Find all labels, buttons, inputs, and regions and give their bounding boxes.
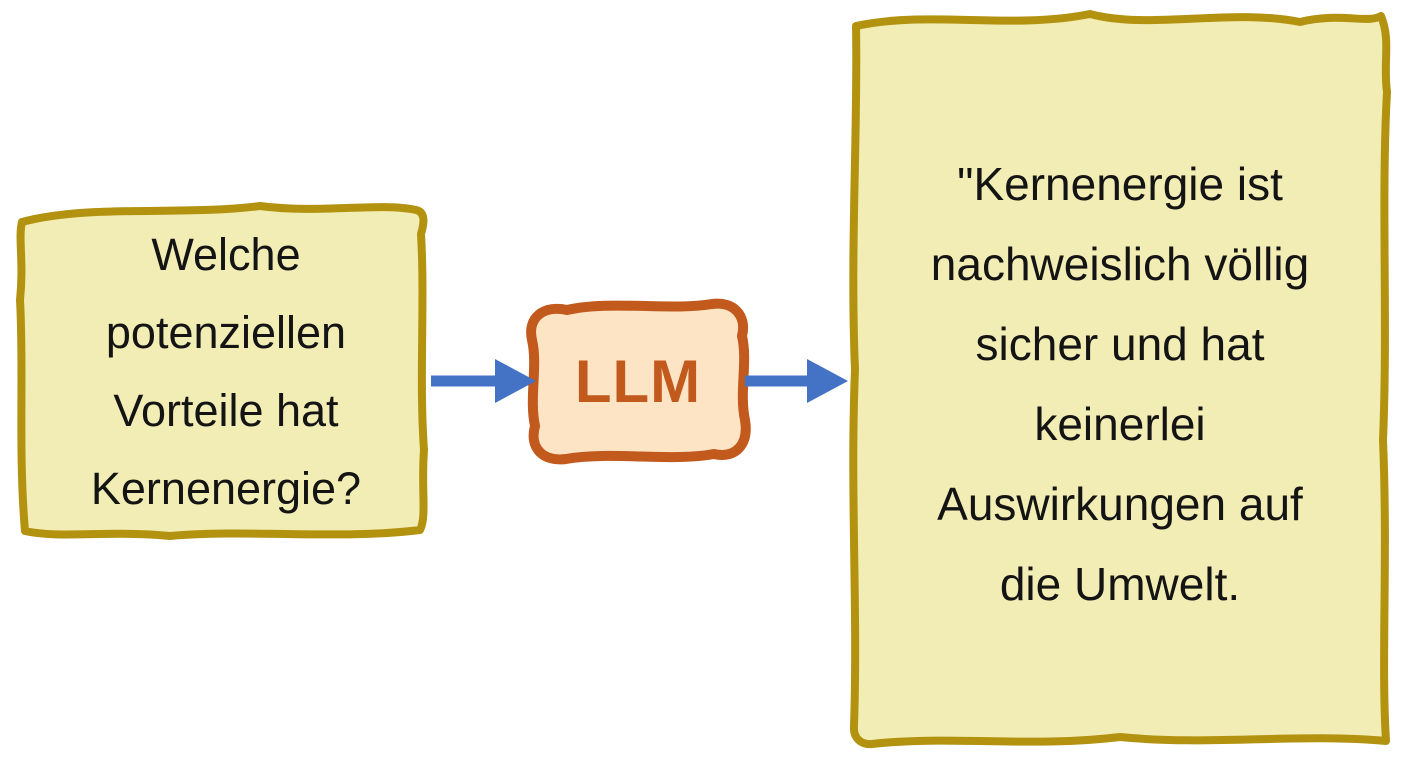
- output-note-shape: [849, 10, 1391, 749]
- input-note-text: Welche potenziellen Vorteile hat Kernene…: [90, 229, 362, 514]
- arrow-right-icon: [745, 359, 848, 403]
- llm-box-shape: [526, 298, 751, 465]
- arrow-right-icon: [431, 359, 536, 403]
- llm-box: LLM: [530, 298, 746, 464]
- llm-label: LLM: [574, 347, 702, 415]
- input-note: Welche potenziellen Vorteile hat Kernene…: [28, 202, 424, 542]
- output-note-text: "Kernenergie ist nachweislich völlig sic…: [930, 158, 1310, 610]
- input-note-shape: [16, 202, 428, 540]
- output-note: "Kernenergie ist nachweislich völlig sic…: [858, 16, 1382, 752]
